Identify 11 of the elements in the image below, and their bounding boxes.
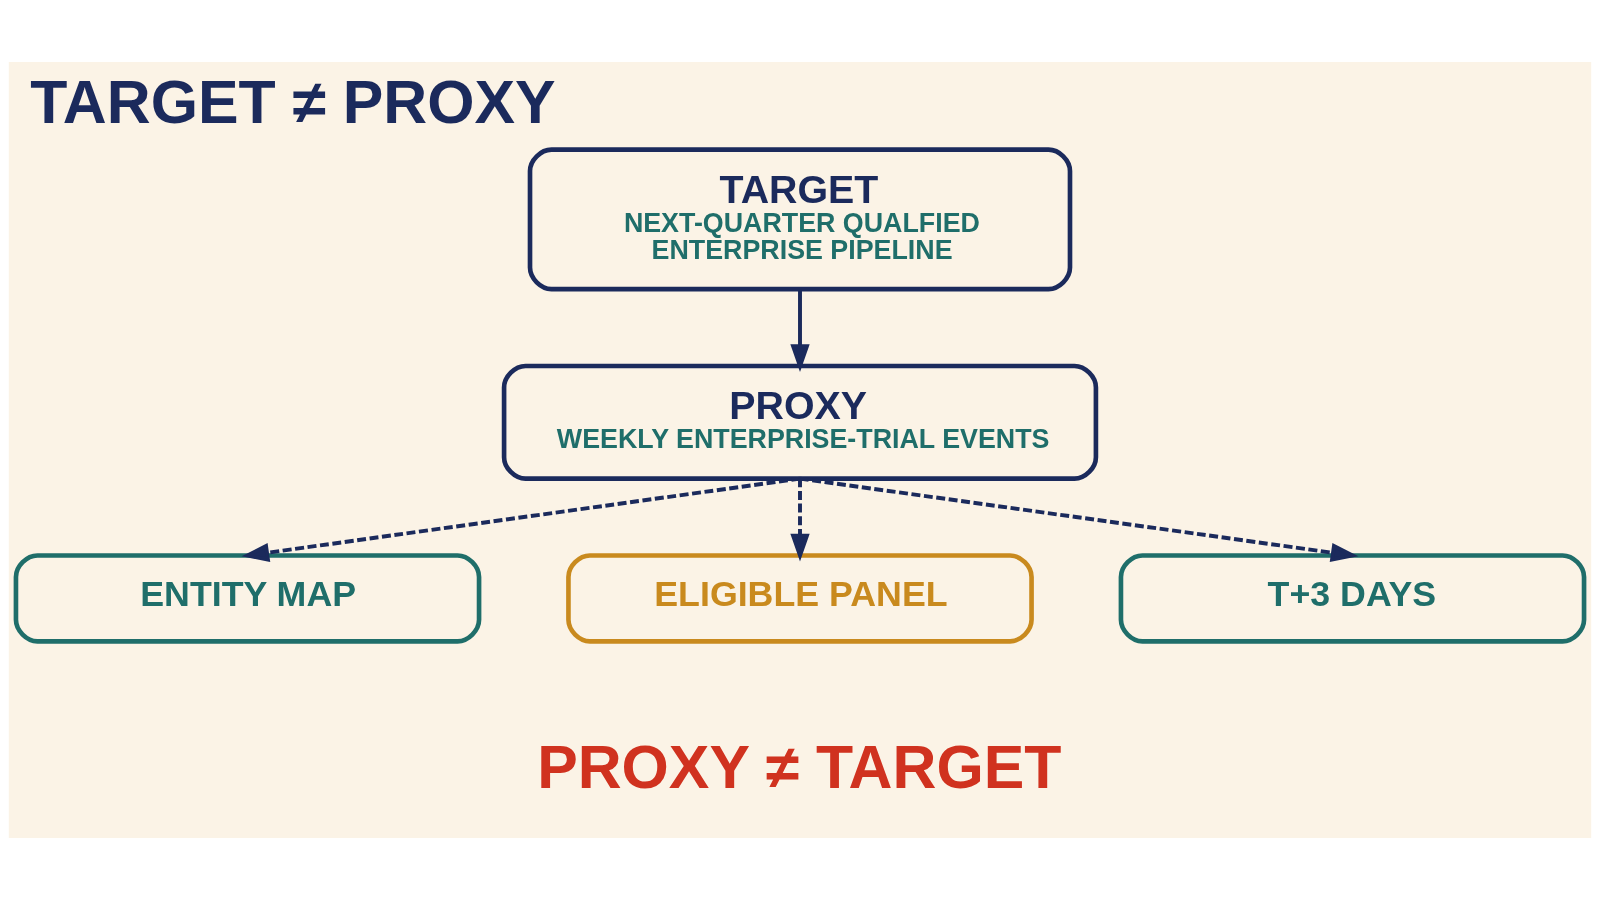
arrow xyxy=(241,476,801,563)
node-box: T+3 DAYS xyxy=(1118,553,1587,644)
node-box: TARGET NEXT-QUARTER QUALFIED ENTERPRISE PIPELINE xyxy=(527,147,1073,292)
diagram-title: TARGET ≠ PROXY xyxy=(30,68,556,137)
caption: PROXY ≠ TARGET xyxy=(537,733,1062,802)
node-box: PROXY WEEKLY ENTERPRISE-TRIAL EVENTS xyxy=(501,363,1099,481)
node-box: ELIGIBLE PANEL xyxy=(566,553,1034,644)
node-box: ENTITY MAP xyxy=(13,553,482,644)
arrow xyxy=(799,476,1359,563)
arrow xyxy=(790,478,810,562)
arrow xyxy=(790,289,810,372)
